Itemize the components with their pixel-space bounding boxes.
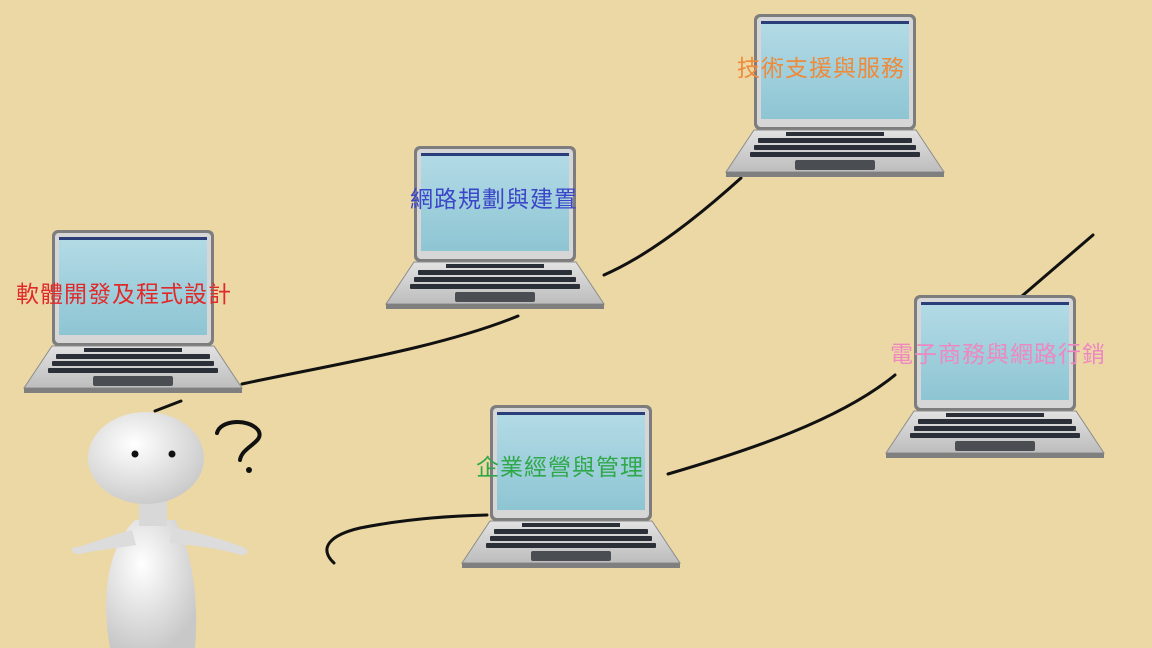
- connector-line: [666, 373, 897, 476]
- laptop-network-icon: [385, 145, 605, 310]
- connector-line: [1020, 233, 1095, 298]
- connector-line: [602, 176, 743, 277]
- laptop-software-icon: [23, 229, 243, 394]
- laptop-ecommerce-icon: [885, 294, 1105, 459]
- laptop-support-icon: [725, 13, 945, 178]
- laptop-business-icon: [461, 404, 681, 569]
- connector-line: [240, 314, 520, 386]
- connector-line: [325, 513, 489, 565]
- ecommerce-marketing-label: 電子商務與網路行銷: [890, 342, 1106, 368]
- business-management-label: 企業經營與管理: [476, 455, 644, 481]
- connector-lines: [153, 176, 1095, 565]
- thinking-person-icon: [71, 412, 262, 648]
- software-development-label: 軟體開發及程式設計: [16, 282, 232, 308]
- connector-line: [153, 399, 183, 413]
- technical-support-label: 技術支援與服務: [737, 56, 905, 82]
- network-planning-label: 網路規劃與建置: [410, 187, 578, 213]
